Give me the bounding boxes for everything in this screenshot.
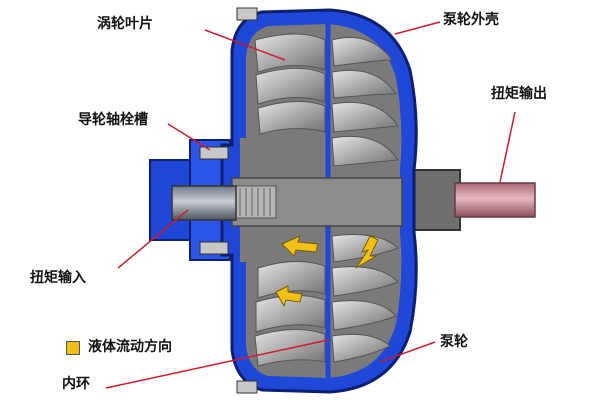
pump-blades — [331, 37, 399, 363]
label-turbine-blades: 涡轮叶片 — [97, 16, 153, 32]
leader-lines — [105, 21, 516, 389]
label-torque-input: 扭矩输入 — [30, 270, 86, 286]
housing-bolts — [199, 7, 258, 394]
watermark-logo: WZHAO 燕赵车讯 — [383, 371, 583, 396]
label-inner-ring: 内环 — [62, 376, 90, 392]
stator-hub — [231, 177, 403, 227]
flow-arrows — [275, 235, 379, 308]
label-pump-wheel: 泵轮 — [440, 334, 468, 350]
legend-flow-swatch — [66, 341, 80, 355]
turbine-blades-lower — [254, 260, 326, 367]
label-stator-shaft-slot: 导轮轴栓槽 — [78, 112, 148, 128]
label-torque-output: 扭矩输出 — [491, 86, 547, 102]
turbine-blades — [254, 33, 326, 135]
output-shaft — [399, 169, 536, 231]
legend-flow-direction: 液体流动方向 — [88, 339, 172, 355]
label-pump-housing: 泵轮外壳 — [443, 12, 499, 28]
